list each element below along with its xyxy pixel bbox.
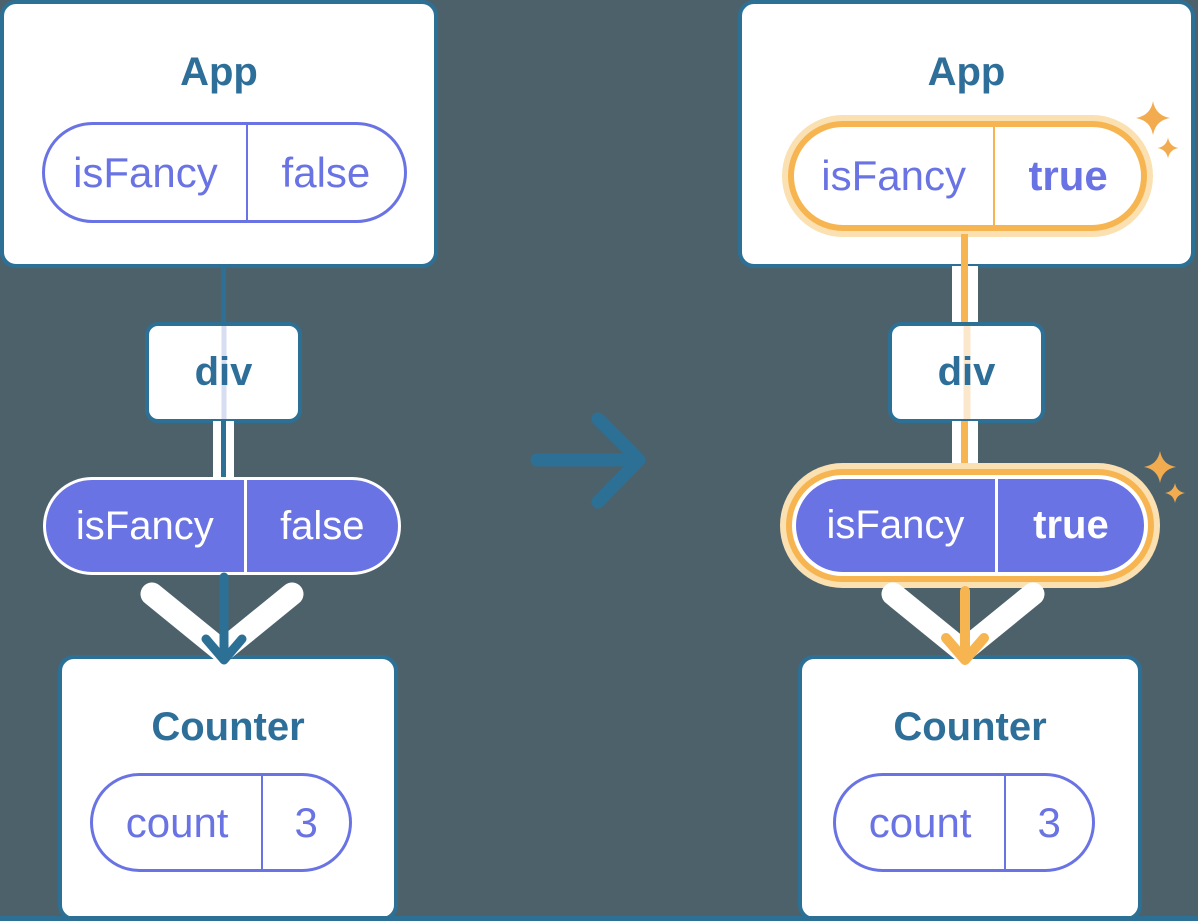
sparkle-icon — [1144, 451, 1176, 483]
app-to-card-edge-line — [961, 234, 968, 268]
div-node-label: div — [194, 350, 253, 394]
sparkle-icon — [1165, 483, 1185, 503]
prop-value: true — [1033, 503, 1109, 547]
prop-pill-after-highlighted: isFancy true — [792, 475, 1148, 576]
down-arrow-icon — [881, 582, 1045, 663]
right-arrow-icon — [530, 412, 646, 509]
app-to-div-pipe-line — [961, 266, 968, 324]
counter-card-before: Counter count 3 — [58, 655, 398, 921]
state-key: isFancy — [794, 127, 996, 225]
counter-state-pill: count 3 — [833, 773, 1095, 872]
state-value: true — [1028, 152, 1108, 199]
prop-key: isFancy — [796, 479, 998, 572]
state-value: false — [281, 148, 371, 196]
prop-key: isFancy — [46, 480, 247, 572]
prop-value: false — [280, 503, 365, 548]
prop-pipe-line — [221, 421, 226, 479]
down-arrow-icon — [140, 582, 304, 663]
app-to-div-line — [221, 264, 226, 324]
app-card-title: App — [180, 50, 258, 94]
div-node-after: div — [888, 322, 1045, 423]
prop-pipe-line — [961, 421, 968, 477]
pass-through-line — [963, 326, 970, 419]
state-key: isFancy — [45, 125, 248, 220]
app-state-pill-highlighted: isFancy true — [788, 121, 1147, 231]
app-card-after: App isFancy true — [738, 0, 1195, 268]
bottom-baseline — [0, 916, 1198, 921]
counter-card-title: Counter — [893, 705, 1047, 749]
state-key: count — [93, 776, 264, 869]
state-key: count — [836, 776, 1007, 869]
counter-card-title: Counter — [151, 705, 305, 749]
state-value: 3 — [1037, 798, 1061, 846]
div-node-label: div — [937, 350, 996, 394]
counter-card-after: Counter count 3 — [798, 655, 1142, 921]
app-state-pill: isFancy false — [42, 122, 407, 223]
prop-pill-before: isFancy false — [43, 477, 401, 575]
counter-state-pill: count 3 — [90, 773, 352, 872]
div-node-before: div — [145, 322, 302, 423]
app-card-before: App isFancy false — [0, 0, 438, 268]
app-card-title: App — [927, 50, 1006, 94]
state-value: 3 — [294, 798, 318, 846]
pass-through-line — [221, 326, 226, 419]
